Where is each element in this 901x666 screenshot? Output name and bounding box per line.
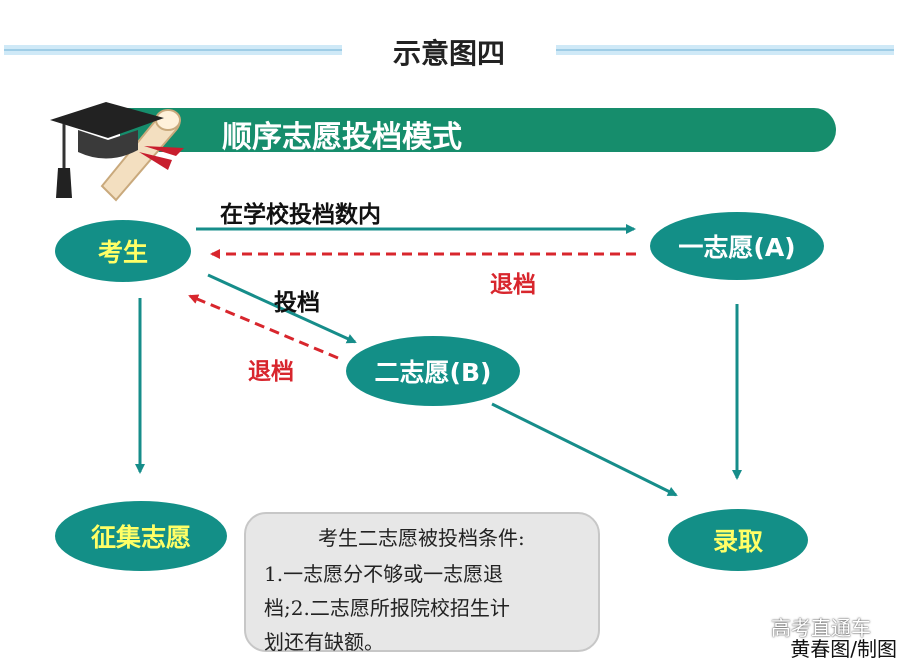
condition-box — [244, 512, 600, 652]
diagram-title: 示意图四 — [392, 37, 505, 70]
banner-bar — [120, 108, 836, 152]
arrow-b-return — [188, 294, 339, 360]
condition-line-3: 划还有缺额。 — [264, 630, 384, 654]
node-second-choice: 二志愿(B) — [346, 336, 520, 406]
title-rule-right — [556, 45, 894, 55]
node-first-choice: 一志愿(A) — [650, 212, 824, 280]
node-collect-choice: 征集志愿 — [55, 501, 227, 571]
watermark-source: 高考直通车 — [771, 616, 871, 640]
graduation-cap-icon — [50, 102, 184, 202]
diploma-scroll-icon — [100, 109, 184, 202]
condition-line-1: 1.一志愿分不够或一志愿退 — [264, 562, 504, 586]
arrow-b-to-admit — [491, 402, 678, 497]
banner-title: 顺序志愿投档模式 — [222, 120, 462, 155]
label-return-a: 退档 — [490, 272, 536, 298]
title-rule-left — [4, 45, 342, 55]
condition-title: 考生二志愿被投档条件: — [318, 526, 525, 550]
node-student: 考生 — [55, 220, 191, 282]
label-within-quota: 在学校投档数内 — [220, 202, 381, 228]
node-admission: 录取 — [668, 509, 808, 571]
condition-line-2: 档;2.二志愿所报院校招生计 — [264, 596, 510, 620]
arrow-student-to-b — [207, 273, 357, 344]
label-submit: 投档 — [274, 290, 320, 316]
watermark-credit: 黄春图/制图 — [790, 637, 897, 661]
label-return-b: 退档 — [248, 359, 294, 385]
